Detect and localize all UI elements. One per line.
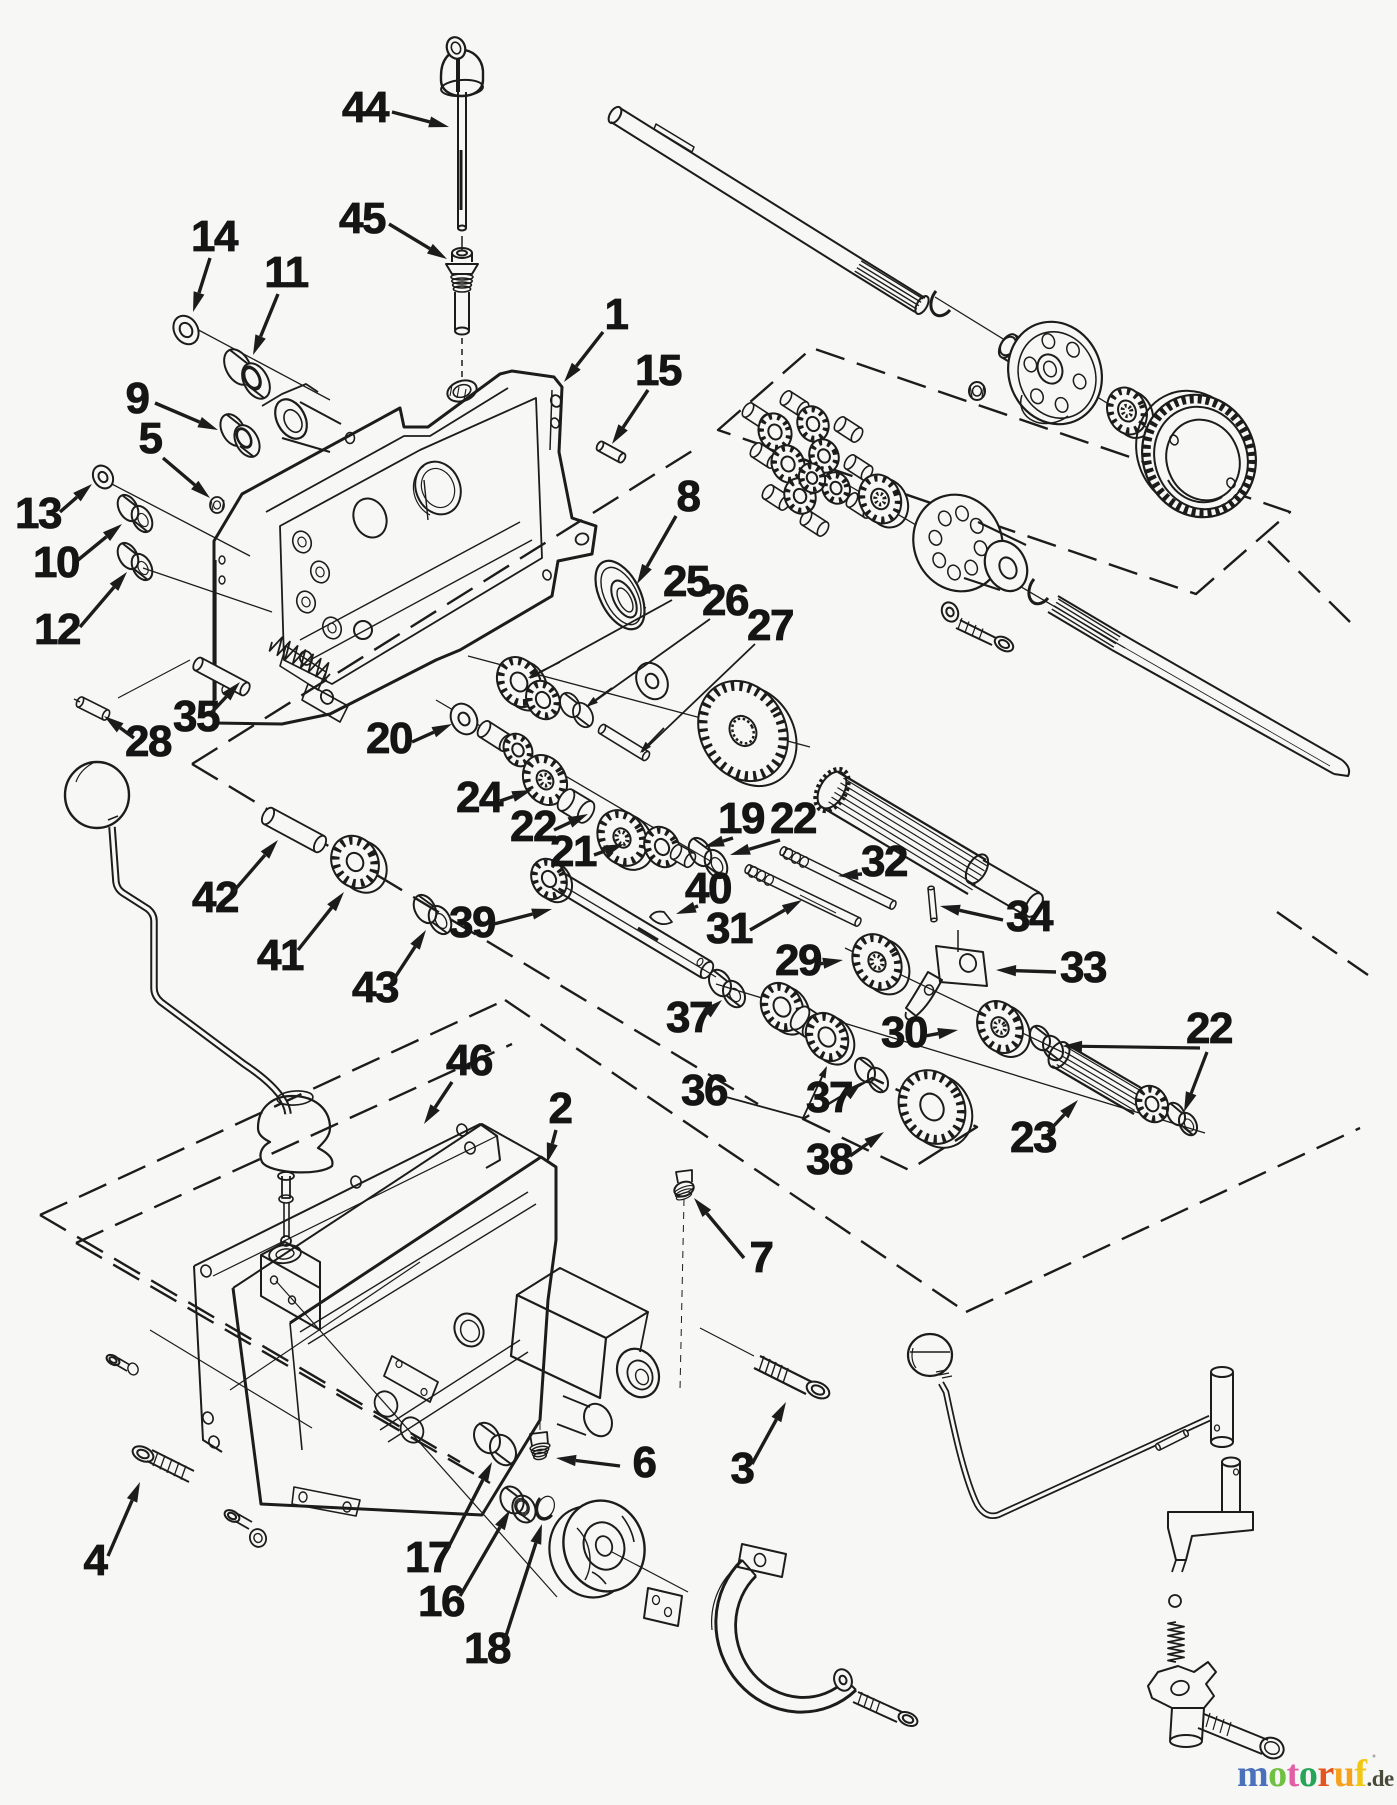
svg-text:30: 30 xyxy=(881,1008,927,1057)
svg-text:34: 34 xyxy=(1006,892,1054,941)
svg-text:37: 37 xyxy=(806,1073,852,1122)
svg-text:2: 2 xyxy=(549,1084,572,1133)
svg-text:44: 44 xyxy=(342,83,390,132)
svg-text:35: 35 xyxy=(173,692,220,741)
svg-text:17: 17 xyxy=(405,1533,451,1582)
svg-text:18: 18 xyxy=(464,1624,511,1673)
svg-text:33: 33 xyxy=(1060,943,1106,992)
svg-text:16: 16 xyxy=(418,1577,464,1626)
svg-text:24: 24 xyxy=(456,773,504,822)
svg-text:37: 37 xyxy=(666,993,712,1042)
svg-text:43: 43 xyxy=(352,963,398,1012)
svg-text:13: 13 xyxy=(15,489,61,538)
svg-text:19: 19 xyxy=(718,794,764,843)
svg-text:31: 31 xyxy=(706,904,753,953)
svg-text:26: 26 xyxy=(702,576,748,625)
svg-text:21: 21 xyxy=(550,827,597,876)
svg-text:12: 12 xyxy=(34,605,80,654)
svg-text:28: 28 xyxy=(125,717,172,766)
svg-text:5: 5 xyxy=(139,414,163,463)
svg-text:1: 1 xyxy=(605,290,629,339)
svg-text:8: 8 xyxy=(677,472,701,521)
svg-text:46: 46 xyxy=(446,1036,492,1085)
svg-text:22: 22 xyxy=(770,794,816,843)
svg-text:4: 4 xyxy=(84,1536,109,1585)
svg-text:39: 39 xyxy=(449,898,495,947)
svg-text:38: 38 xyxy=(806,1135,853,1184)
svg-text:15: 15 xyxy=(635,346,682,395)
svg-text:6: 6 xyxy=(633,1438,656,1487)
svg-text:36: 36 xyxy=(681,1066,727,1115)
svg-text:41: 41 xyxy=(257,931,304,980)
svg-text:20: 20 xyxy=(366,714,412,763)
svg-text:7: 7 xyxy=(750,1233,773,1282)
svg-text:45: 45 xyxy=(339,194,386,243)
svg-text:22: 22 xyxy=(1186,1004,1232,1053)
svg-text:32: 32 xyxy=(861,837,907,886)
svg-text:10: 10 xyxy=(33,538,79,587)
svg-text:42: 42 xyxy=(192,873,238,922)
svg-text:23: 23 xyxy=(1010,1113,1056,1162)
svg-text:11: 11 xyxy=(264,248,309,297)
svg-text:3: 3 xyxy=(731,1444,754,1493)
svg-text:14: 14 xyxy=(191,212,239,261)
svg-text:29: 29 xyxy=(775,936,821,985)
svg-text:27: 27 xyxy=(747,601,793,650)
